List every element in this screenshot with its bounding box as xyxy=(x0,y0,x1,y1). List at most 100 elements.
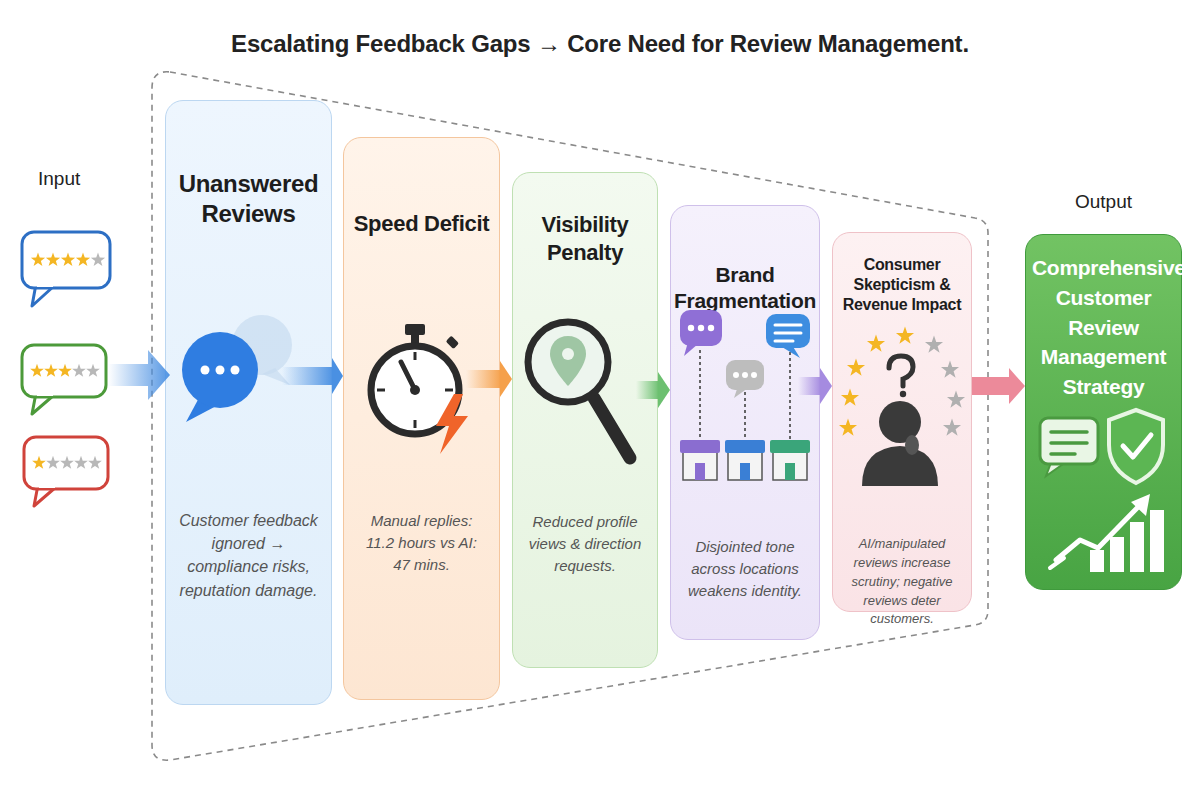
step-description: Customer feedback ignored → compliance r… xyxy=(176,509,321,602)
brand-fragmentation-icon-part xyxy=(789,352,791,440)
skeptical-consumer-icon-part xyxy=(889,356,913,386)
stopwatch-icon-part xyxy=(414,420,417,428)
input-bubble-green-part xyxy=(86,364,100,377)
strategy-icons-part xyxy=(1040,418,1098,464)
chat-icon-part xyxy=(201,366,210,375)
chat-icon-part xyxy=(216,366,225,375)
chat-icon xyxy=(182,315,292,422)
skeptical-consumer-icon-part xyxy=(941,361,959,378)
arrow-tail xyxy=(466,370,500,388)
input-bubble-blue-part xyxy=(46,253,60,267)
step-heading: Brand Fragmentation xyxy=(663,262,827,315)
input-bubble-red xyxy=(24,437,108,506)
strategy-icons-part xyxy=(1130,522,1144,572)
step-description: Reduced profile views & direction reques… xyxy=(523,511,647,576)
step-description: AI/manipulated reviews increase scrutiny… xyxy=(839,535,965,629)
chat-icon-part xyxy=(182,332,258,408)
output-heading: Output xyxy=(1016,191,1191,213)
brand-fragmentation-icon-part xyxy=(766,314,810,348)
diagram-title: Escalating Feedback Gaps → Core Need for… xyxy=(0,30,1200,58)
input-bubble-red-part xyxy=(88,456,102,469)
brand-fragmentation-icon xyxy=(680,310,810,480)
brand-fragmentation-icon-part xyxy=(734,386,748,398)
output-box: OutputComprehensive Customer Review Mana… xyxy=(1025,234,1182,590)
brand-fragmentation-icon-part xyxy=(742,372,748,378)
dashed-funnel xyxy=(152,72,988,760)
stopwatch-icon xyxy=(371,324,468,454)
brand-fragmentation-icon-part xyxy=(775,332,801,335)
strategy-icons-part xyxy=(1090,550,1104,572)
strategy-text: Comprehensive Customer Review Management… xyxy=(1032,253,1175,402)
brand-fragmentation-icon-part xyxy=(744,392,746,440)
brand-fragmentation-icon-part xyxy=(728,452,762,480)
stopwatch-icon-part xyxy=(446,336,459,349)
input-bubble-blue-part xyxy=(22,232,110,288)
brand-fragmentation-icon-part xyxy=(680,310,722,346)
stopwatch-icon-part xyxy=(414,352,417,360)
brand-fragmentation-icon-part xyxy=(740,463,750,480)
brand-fragmentation-icon-part xyxy=(683,452,717,480)
brand-fragmentation-icon-part xyxy=(770,440,810,453)
step-description: Disjointed tone across locations weakens… xyxy=(681,536,809,601)
stopwatch-icon-part xyxy=(377,389,385,392)
strategy-icons-part xyxy=(1110,537,1124,572)
brand-fragmentation-icon-part xyxy=(699,350,701,440)
arrow-head xyxy=(1009,368,1025,404)
brand-fragmentation-icon-part xyxy=(684,342,698,356)
input-bubble-blue-part xyxy=(32,284,54,306)
step-heading: Visibility Penalty xyxy=(515,211,655,266)
chat-icon-part xyxy=(231,366,240,375)
skeptical-consumer-icon xyxy=(839,327,965,487)
input-bubble-red-part xyxy=(32,456,46,469)
brand-fragmentation-icon-part xyxy=(775,324,801,327)
strategy-icons-part xyxy=(1109,410,1163,483)
skeptical-consumer-icon-part xyxy=(862,446,938,486)
skeptical-consumer-icon-part xyxy=(841,389,859,406)
input-bubble-green-part xyxy=(58,364,72,377)
brand-fragmentation-icon-part xyxy=(782,345,800,358)
skeptical-consumer-icon-part xyxy=(947,391,965,408)
skeptical-consumer-icon-part xyxy=(905,435,919,455)
brand-fragmentation-icon-part xyxy=(688,325,694,331)
strategy-icons xyxy=(1040,410,1164,572)
input-bubble-green-part xyxy=(22,345,106,397)
input-bubble-blue-part xyxy=(37,283,53,287)
input-bubble-red-part xyxy=(46,456,60,469)
input-bubble-green xyxy=(22,345,106,414)
input-bubble-blue-part xyxy=(91,253,105,267)
skeptical-consumer-icon-part xyxy=(847,359,865,376)
arrow-tail xyxy=(798,377,820,395)
flow-arrow xyxy=(500,361,512,397)
skeptical-consumer-icon-part xyxy=(943,419,961,436)
arrow-tail xyxy=(636,381,658,399)
strategy-icons-part xyxy=(1051,430,1087,434)
flow-arrow xyxy=(972,368,1025,404)
process-panel: Brand FragmentationDisjointed tone acros… xyxy=(670,205,820,640)
input-bubble-red-part xyxy=(39,484,55,488)
chat-icon-part xyxy=(232,315,292,375)
skeptical-consumer-icon-part xyxy=(900,391,906,397)
process-panel: Consumer Skepticism & Revenue ImpactAI/m… xyxy=(832,232,972,612)
input-bubble-green-part xyxy=(72,364,86,377)
input-bubble-blue-part xyxy=(31,253,45,267)
stopwatch-icon-part xyxy=(411,334,419,346)
chat-icon-part xyxy=(262,368,290,385)
flow-arrow xyxy=(332,358,343,394)
input-bubble-red-part xyxy=(60,456,74,469)
stopwatch-icon-part xyxy=(401,362,415,390)
step-heading: Consumer Skepticism & Revenue Impact xyxy=(831,255,973,315)
input-arrow xyxy=(108,350,170,400)
arrow-head xyxy=(500,361,512,397)
arrow-tail xyxy=(282,367,332,385)
magnifier-icon-part xyxy=(550,336,586,386)
brand-fragmentation-icon-part xyxy=(785,463,795,480)
step-heading: Speed Deficit xyxy=(340,210,503,238)
brand-fragmentation-icon-part xyxy=(775,340,793,343)
input-bubble-green-part xyxy=(32,393,54,414)
chat-icon-part xyxy=(186,396,220,422)
arrow-head xyxy=(658,372,670,408)
arrow-shaft xyxy=(972,377,1009,395)
flow-arrow xyxy=(658,372,670,408)
